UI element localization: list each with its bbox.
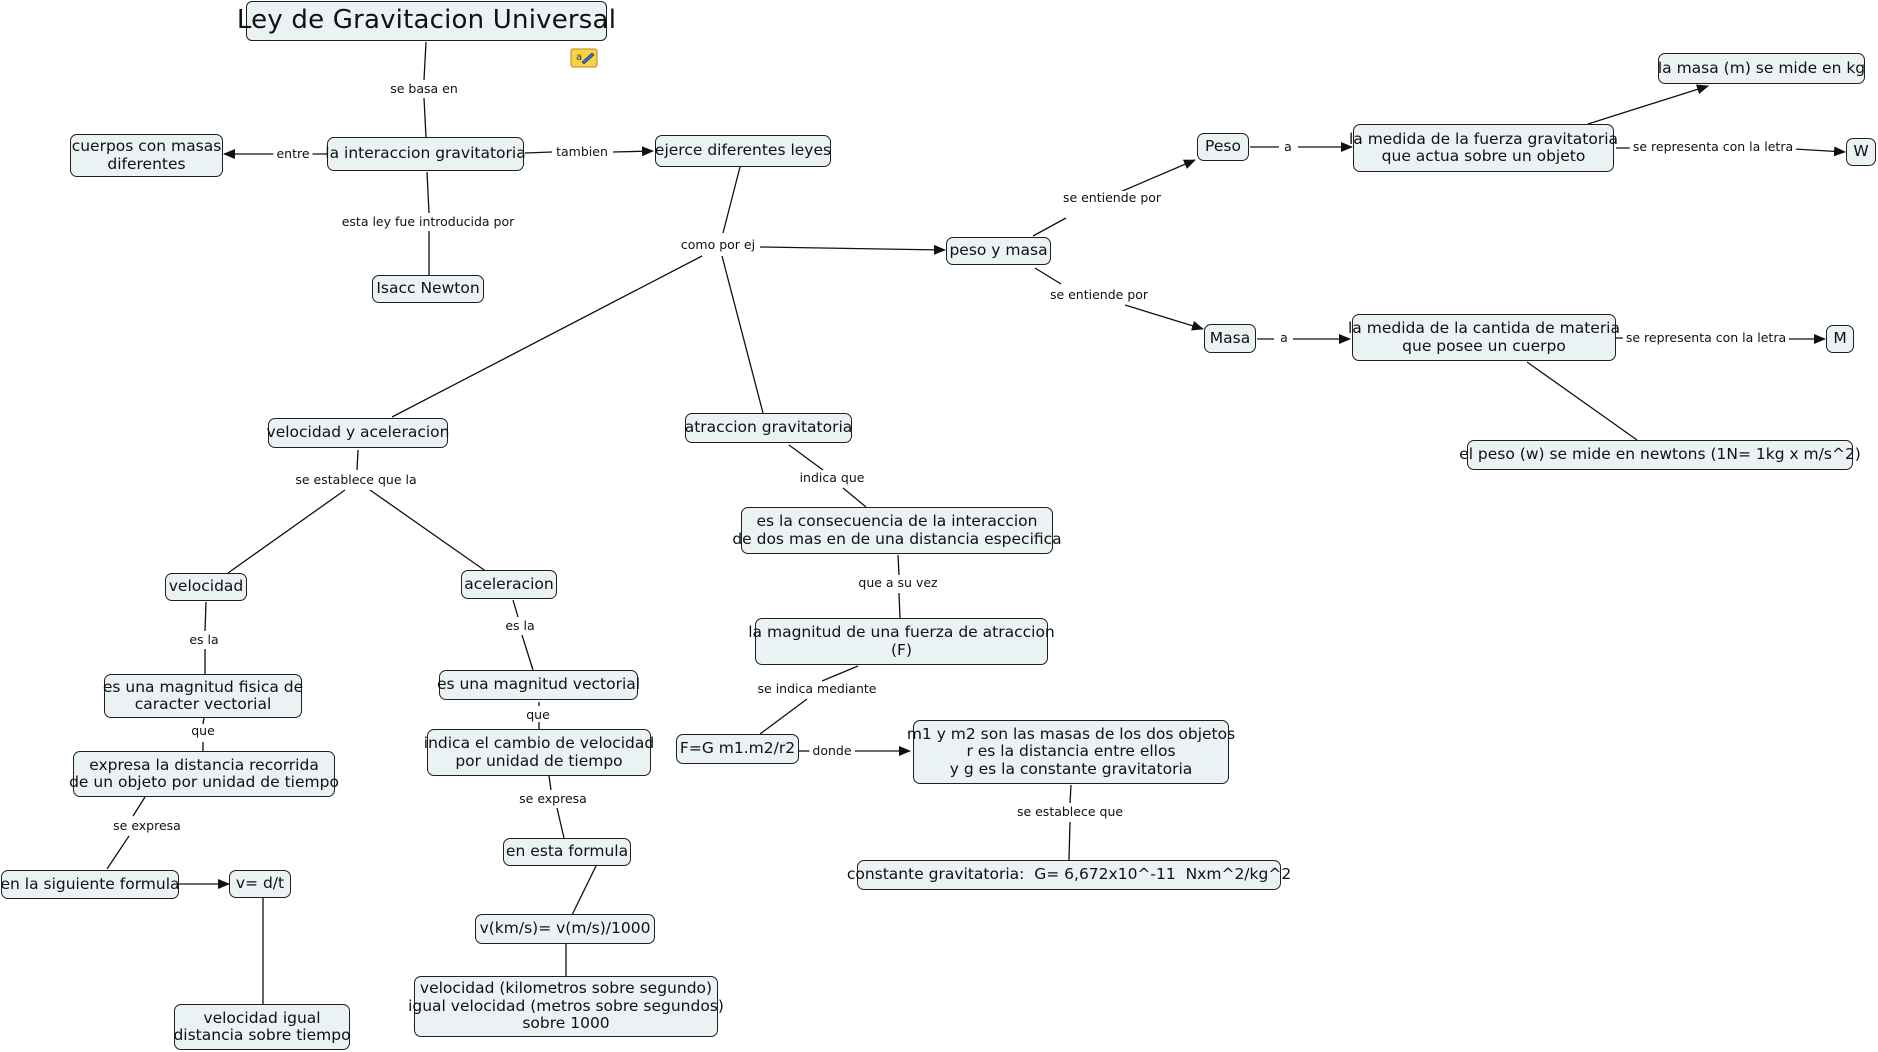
link-se-entiende-por-peso: se entiende por (1059, 191, 1165, 205)
concept-atraccion-gravitatoria[interactable]: atraccion gravitatoria (685, 413, 852, 443)
link-se-indica-mediante: se indica mediante (754, 682, 880, 696)
link-que-aceleracion: que (523, 708, 553, 722)
link-a-peso: a (1281, 140, 1295, 154)
concept-peso-newtons[interactable]: el peso (w) se mide en newtons (1N= 1kg … (1459, 440, 1861, 470)
concept-masa-kg[interactable]: la masa (m) se mide en kg (1658, 53, 1865, 84)
concept-expresa-distancia[interactable]: expresa la distancia recorrida de un obj… (69, 751, 339, 797)
link-indica-que: indica que (796, 471, 868, 485)
concept-interaccion-gravitatoria[interactable]: la interaccion gravitatoria (325, 137, 526, 171)
concept-velocidad[interactable]: velocidad (165, 573, 247, 601)
concept-medida-materia[interactable]: la medida de la cantida de materia que p… (1348, 314, 1620, 361)
page-title[interactable]: Ley de Gravitacion Universal (237, 1, 616, 41)
link-establece-que-la: se establece que la (292, 473, 420, 487)
link-representa-letra-m: se representa con la letra (1622, 331, 1790, 345)
link-tambien: tambien (553, 145, 611, 159)
link-se-entiende-por-masa: se entiende por (1046, 288, 1152, 302)
concept-letra-m[interactable]: M (1826, 325, 1854, 353)
concept-velocidad-aceleracion[interactable]: velocidad y aceleracion (267, 418, 449, 448)
concept-en-esta-formula[interactable]: en esta formula (503, 838, 631, 866)
concept-cambio-velocidad[interactable]: indica el cambio de velocidad por unidad… (424, 729, 654, 776)
link-donde: donde (809, 744, 855, 758)
concept-formula-f[interactable]: F=G m1.m2/r2 (676, 734, 799, 764)
link-representa-letra-w: se representa con la letra (1629, 140, 1797, 154)
link-se-establece-que: se establece que (1013, 805, 1127, 819)
concept-formula-km-s[interactable]: v(km/s)= v(m/s)/1000 (475, 914, 655, 944)
link-introducida-por: esta ley fue introducida por (338, 215, 518, 229)
link-es-la-velocidad: es la (186, 633, 222, 647)
concept-masa[interactable]: Masa (1204, 324, 1256, 353)
concept-aceleracion[interactable]: aceleracion (461, 570, 557, 599)
link-a-masa: a (1277, 331, 1291, 345)
concept-m1-m2-masas[interactable]: m1 y m2 son las masas de los dos objetos… (907, 720, 1235, 784)
link-como-por-ej: como por ej (677, 238, 759, 252)
concept-velocidad-kilometros[interactable]: velocidad (kilometros sobre segundo) igu… (408, 976, 724, 1037)
concept-v-igual-d-t[interactable]: v= d/t (229, 870, 291, 898)
concept-ejerce-leyes[interactable]: ejerce diferentes leyes (655, 135, 831, 167)
concept-consecuencia-interaccion[interactable]: es la consecuencia de la interaccion de … (732, 507, 1062, 554)
link-que-a-su-vez: que a su vez (855, 576, 941, 590)
link-se-expresa-velocidad: se expresa (110, 819, 184, 833)
link-que-velocidad: que (188, 724, 218, 738)
concept-peso[interactable]: Peso (1197, 133, 1249, 161)
concept-velocidad-igual-distancia[interactable]: velocidad igual distancia sobre tiempo (173, 1004, 351, 1050)
note-icon[interactable]: a (570, 48, 598, 68)
concept-letra-w[interactable]: W (1846, 138, 1876, 166)
concept-isacc-newton[interactable]: Isacc Newton (372, 275, 484, 303)
concept-constante-gravitatoria[interactable]: constante gravitatoria: G= 6,672x10^-11 … (847, 860, 1291, 890)
concept-medida-fuerza[interactable]: la medida de la fuerza gravitatoria que … (1349, 124, 1618, 172)
concept-cuerpos-masas[interactable]: cuerpos con masas diferentes (70, 134, 223, 177)
concept-siguiente-formula[interactable]: en la siguiente formula (0, 870, 180, 899)
link-es-la-aceleracion: es la (502, 619, 538, 633)
link-entre: entre (273, 147, 313, 161)
concept-peso-y-masa[interactable]: peso y masa (946, 237, 1051, 265)
concept-magnitud-vectorial[interactable]: es una magnitud vectorial (437, 670, 640, 700)
concept-magnitud-fisica[interactable]: es una magnitud fisica de caracter vecto… (103, 674, 303, 718)
link-se-expresa-aceleracion: se expresa (516, 792, 590, 806)
svg-text:a: a (576, 52, 582, 63)
concept-magnitud-fuerza[interactable]: la magnitud de una fuerza de atraccion (… (748, 618, 1055, 665)
link-se-basa-en: se basa en (387, 82, 461, 96)
